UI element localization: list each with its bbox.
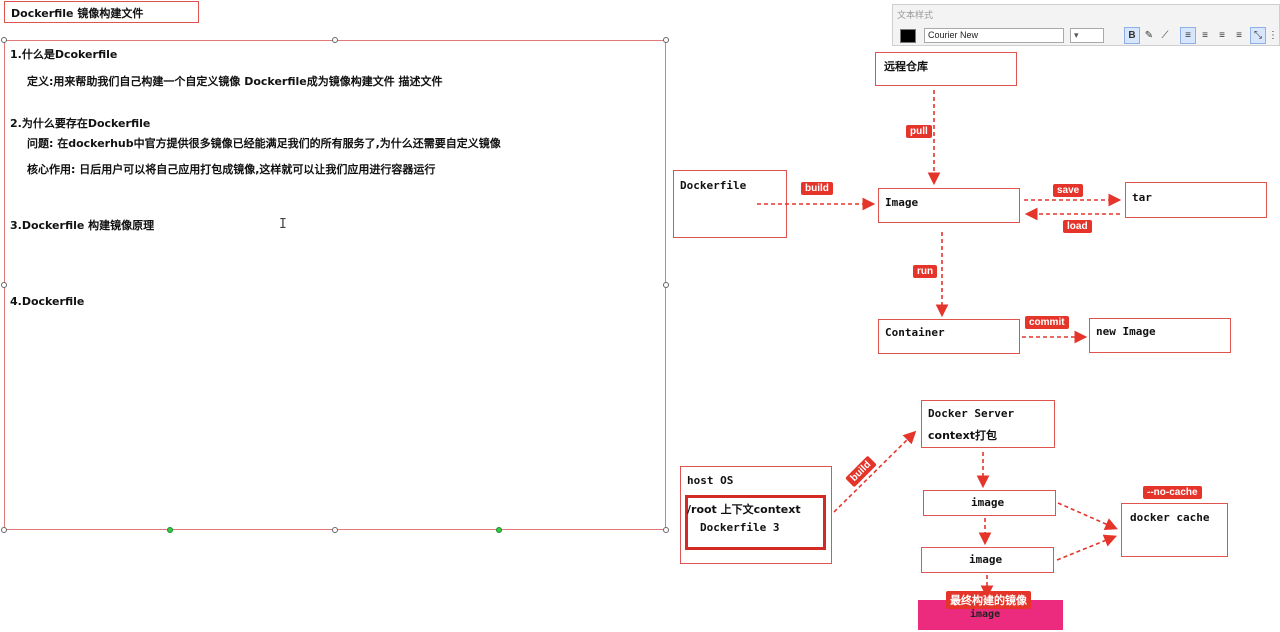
dockerfile-box[interactable]: Dockerfile	[673, 170, 787, 238]
container-box[interactable]: Container	[878, 319, 1020, 354]
image-box[interactable]: Image	[878, 188, 1020, 223]
dockerfile-label: Dockerfile	[680, 179, 747, 192]
font-size-select[interactable]: ▾	[1070, 28, 1104, 43]
build2-label: build	[845, 455, 877, 488]
align-justify-icon[interactable]: ≡	[1236, 30, 1242, 41]
resize-handle-tm[interactable]	[332, 37, 338, 43]
connector-point-right[interactable]	[496, 527, 502, 533]
remote-repo-box[interactable]: 远程仓库	[875, 52, 1017, 86]
load-label: load	[1063, 220, 1092, 233]
image2-to-cache-arrow	[1056, 534, 1117, 561]
docker-cache-box[interactable]: docker cache	[1121, 503, 1228, 557]
context-pack-label: context打包	[928, 429, 997, 442]
commit-label: commit	[1025, 316, 1069, 329]
final-image-text: image	[970, 609, 1001, 620]
heading-2: 2.为什么要存在Dockerfile	[10, 117, 151, 130]
text-color-swatch[interactable]	[900, 29, 916, 43]
bold-icon[interactable]: B	[1124, 27, 1140, 44]
core-text: 核心作用: 日后用户可以将自己应用打包成镜像,这样就可以让我们应用进行容器运行	[27, 163, 436, 176]
docker-server-box[interactable]: Docker Server context打包	[921, 400, 1055, 448]
context-root-label: /root 上下文context	[687, 503, 801, 516]
image-layer-2-box[interactable]: image	[921, 547, 1054, 573]
container-label: Container	[885, 326, 945, 339]
tar-box[interactable]: tar	[1125, 182, 1267, 218]
pen-icon[interactable]: ✎	[1144, 30, 1154, 41]
definition-text: 定义:用来帮助我们自己构建一个自定义镜像 Dockerfile成为镜像构建文件 …	[27, 75, 443, 88]
text-cursor-icon: I	[279, 217, 287, 232]
heading-3: 3.Dockerfile 构建镜像原理	[10, 219, 155, 232]
image-label: Image	[885, 196, 919, 209]
save-label: save	[1053, 184, 1084, 197]
font-family-select[interactable]: Courier New	[924, 28, 1064, 43]
pull-label: pull	[906, 125, 932, 138]
context-box[interactable]: /root 上下文context Dockerfile 3	[685, 495, 826, 550]
doc-title: Dockerfile 镜像构建文件	[11, 7, 144, 20]
image-layer-1-box[interactable]: image	[923, 490, 1056, 516]
heading-1: 1.什么是Dcokerfile	[10, 48, 118, 61]
more-options-icon[interactable]: ⋮	[1268, 30, 1278, 41]
final-image-caption: 最终构建的镜像	[946, 591, 1031, 609]
resize-handle-ml[interactable]	[1, 282, 7, 288]
resize-handle-mr[interactable]	[663, 282, 669, 288]
resize-handle-bm[interactable]	[332, 527, 338, 533]
resize-handle-tl[interactable]	[1, 37, 7, 43]
align-right-icon[interactable]: ≡	[1219, 30, 1225, 41]
align-center-icon[interactable]: ≡	[1202, 30, 1208, 41]
problem-text: 问题: 在dockerhub中官方提供很多镜像已经能满足我们的所有服务了,为什么…	[27, 137, 501, 150]
toolbar-title: 文本样式	[897, 10, 934, 20]
tar-label: tar	[1132, 191, 1152, 204]
align-left-icon[interactable]: ≡	[1180, 27, 1196, 44]
main-text-box[interactable]: 1.什么是Dcokerfile 定义:用来帮助我们自己构建一个自定义镜像 Doc…	[4, 40, 666, 530]
image1-to-cache-arrow	[1057, 502, 1118, 531]
text-wrap-icon[interactable]: ⤡	[1250, 27, 1266, 44]
host-os-label: host OS	[687, 474, 734, 487]
resize-handle-tr[interactable]	[663, 37, 669, 43]
docker-cache-label: docker cache	[1130, 511, 1210, 524]
docker-server-label: Docker Server	[928, 407, 1015, 420]
resize-handle-br[interactable]	[663, 527, 669, 533]
new-image-label: new Image	[1096, 325, 1156, 338]
dockerfile3-label: Dockerfile 3	[700, 521, 780, 534]
run-label: run	[913, 265, 938, 278]
remote-repo-label: 远程仓库	[884, 60, 928, 73]
new-image-box[interactable]: new Image	[1089, 318, 1231, 353]
no-cache-label: --no-cache	[1143, 486, 1202, 499]
build-label: build	[801, 182, 833, 195]
text-style-toolbar: 文本样式 Courier New ▾ B ✎ ⟋ ≡ ≡ ≡ ≡ ⤡ ⋮	[892, 4, 1280, 46]
heading-4: 4.Dockerfile	[10, 295, 85, 308]
image-layer-2-label: image	[969, 553, 1003, 566]
brush-icon[interactable]: ⟋	[1161, 30, 1169, 41]
connector-point-left[interactable]	[167, 527, 173, 533]
doc-title-box[interactable]: Dockerfile 镜像构建文件	[4, 1, 199, 23]
build2-arrow	[833, 430, 917, 513]
image-layer-1-label: image	[971, 496, 1005, 509]
resize-handle-bl[interactable]	[1, 527, 7, 533]
